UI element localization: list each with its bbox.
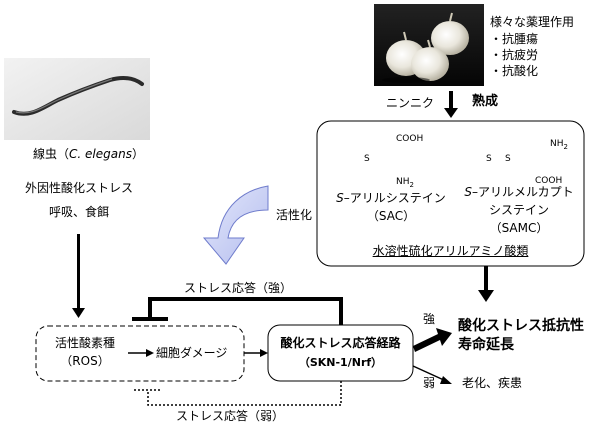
effects-title: 様々な薬理作用 — [490, 15, 575, 29]
sac-name: S–アリルシステイン — [336, 191, 446, 205]
strong-outcome-arrow — [413, 328, 452, 352]
outcome-strong-line-2: 寿命延長 — [458, 337, 514, 353]
worm-caption: 線虫（C. elegans） — [33, 147, 144, 161]
strong-label: 強 — [423, 312, 436, 326]
stressor-line-1: 外因性酸化ストレス — [24, 181, 133, 195]
sac-cooh: COOH — [396, 134, 424, 144]
weak-label: 弱 — [423, 376, 436, 390]
samc-sulfur-1: S — [486, 154, 492, 164]
cell-damage-label: 細胞ダメージ — [156, 346, 228, 360]
sac-nh2: NH2 — [396, 177, 414, 189]
compound-class-label: 水溶性硫化アリルアミノ酸類 — [372, 244, 529, 258]
effect-item: ・抗腫瘍 — [490, 32, 539, 46]
weak-outcome-arrow — [412, 365, 452, 384]
compounds-box — [316, 120, 585, 267]
worm-to-ros-arrow — [72, 234, 85, 318]
ros-to-damage-arrow — [128, 349, 154, 357]
samc-abbr: （SAMC） — [489, 221, 549, 235]
pathway-label: 酸化ストレス応答経路 — [280, 336, 401, 350]
pathway-box — [267, 324, 414, 382]
outcome-weak: 老化、疾患 — [462, 376, 523, 390]
ros-label: 活性酸素種 — [54, 336, 115, 350]
damage-to-pathway-arrow — [244, 349, 268, 357]
garlic-photo — [374, 4, 484, 86]
compounds-to-outcome-arrow — [478, 266, 494, 302]
sac-abbr: （SAC） — [366, 209, 416, 223]
ros-abbr: （ROS） — [60, 354, 110, 368]
sac-sulfur: S — [364, 154, 370, 164]
activation-arrow — [202, 185, 269, 265]
samc-name-line-1: S–アリルメルカプト — [464, 185, 574, 199]
stress-response-strong: ストレス応答（強） — [184, 281, 293, 295]
aging-arrow — [444, 91, 458, 118]
samc-cooh: COOH — [535, 176, 563, 186]
outcome-strong-line-1: 酸化ストレス抵抗性 — [458, 318, 584, 334]
weak-response-inhibition — [134, 381, 342, 406]
stress-response-weak: ストレス応答（弱） — [176, 409, 285, 423]
stressor-line-2: 呼吸、食餌 — [48, 205, 109, 219]
pathway-abbr: （SKN-1/Nrf） — [298, 356, 383, 369]
garlic-label: ニンニク — [386, 96, 435, 110]
aging-label: 熟成 — [472, 94, 499, 109]
worm-photo — [4, 58, 150, 140]
samc-nh2: NH2 — [550, 139, 568, 151]
samc-name-line-2: システイン — [488, 203, 549, 217]
activation-label: 活性化 — [276, 208, 313, 222]
samc-sulfur-2: S — [505, 154, 511, 164]
strong-response-inhibition — [132, 297, 343, 325]
effect-item: ・抗酸化 — [490, 64, 539, 78]
effect-item: ・抗疲労 — [490, 48, 539, 62]
